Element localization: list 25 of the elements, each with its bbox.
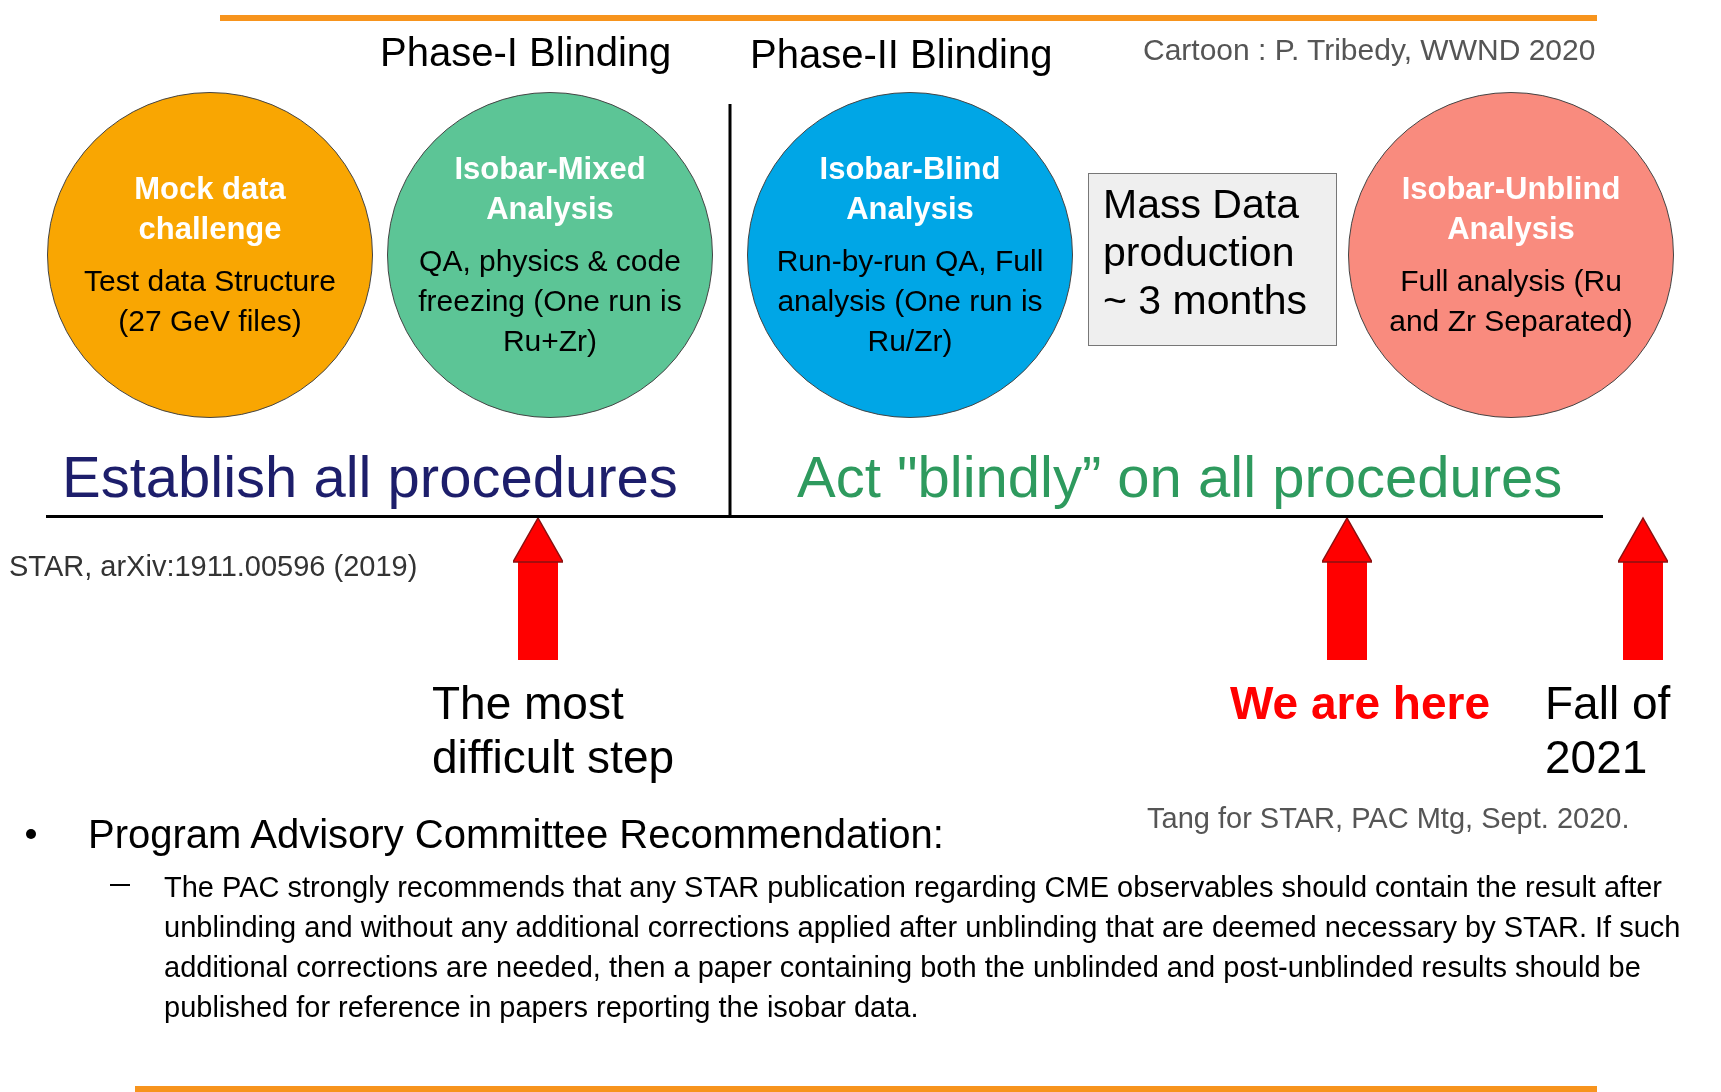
block-arrow xyxy=(1617,517,1669,660)
section-heading: Act "blindly” on all procedures xyxy=(797,443,1564,511)
block-arrow xyxy=(512,517,564,660)
node-heading: Isobar-Blind Analysis xyxy=(818,150,1002,228)
section-heading: Establish all procedures xyxy=(62,443,679,511)
credit-text: Tang for STAR, PAC Mtg, Sept. 2020. xyxy=(1147,801,1631,836)
node-heading: Mock data challenge xyxy=(133,170,287,248)
caption-text: The most difficult step xyxy=(432,660,732,784)
caption-text: Fall of 2021 xyxy=(1545,660,1705,784)
caption-text: We are here xyxy=(1230,660,1510,730)
node-text: Run-by-run QA, Full analysis (One run is Ru/Zr) xyxy=(775,243,1045,359)
process-box: Mass Data production ~ 3 months xyxy=(1088,173,1337,346)
credit-text: Cartoon : P. Tribedy, WWND 2020 xyxy=(1143,32,1597,68)
timeline-line xyxy=(46,515,1603,518)
phase-heading: Phase-II Blinding xyxy=(750,31,1054,78)
paragraph-text: The PAC strongly recommends that any STAR publication regarding CME observables should contain the result after unblinding and without any additional corrections applied after unblinding that are deemed necessary by STAR. If such additional corrections are needed, then a paper containing both the unblinded and post-unblinded results should be published for reference in papers reporting the isobar data. xyxy=(164,870,1682,1025)
bullet-text: Program Advisory Committee Recommendation: xyxy=(88,811,945,858)
phase-heading: Phase-I Blinding xyxy=(380,29,673,76)
node-heading: Isobar-Mixed Analysis xyxy=(453,150,647,228)
block-arrow xyxy=(1321,517,1373,660)
node-text: QA, physics & code freezing (One run is Ru+Zr) xyxy=(417,243,683,359)
node-text: Test data Structure (27 GeV files) xyxy=(83,263,337,339)
node-heading: Isobar-Unblind Analysis xyxy=(1400,170,1622,248)
node-text: Full analysis (Ru and Zr Separated) xyxy=(1388,263,1634,339)
reference-text: STAR, arXiv:1911.00596 (2019) xyxy=(9,549,419,584)
